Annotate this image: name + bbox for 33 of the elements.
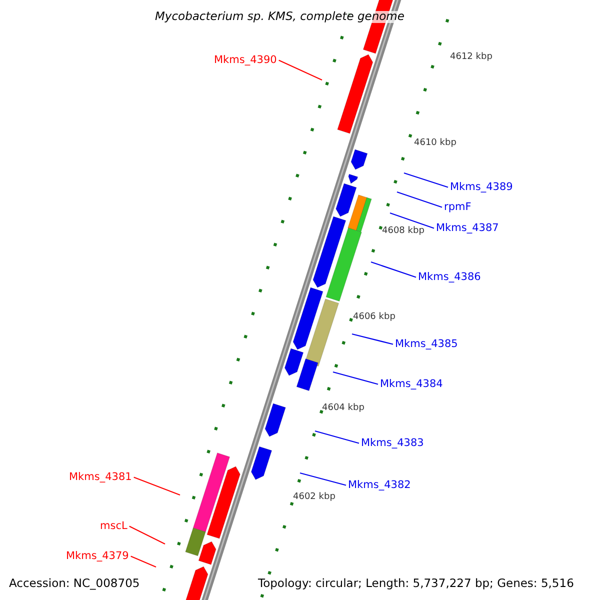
scale-label: 4604 kbp [322, 404, 364, 413]
scale-label: 4610 kbp [414, 139, 456, 148]
scale-label: 4606 kbp [353, 313, 396, 322]
gene-label: Mkms_4387 [436, 223, 499, 234]
scale-label: 4602 kbp [293, 493, 336, 502]
leader-line [134, 476, 180, 496]
gene-label: Mkms_4379 [66, 551, 129, 562]
gene-label: Mkms_4386 [418, 272, 481, 282]
leader-line [390, 212, 434, 229]
genome-summary-text: Topology: circular; Length: 5,737,227 bp; Genes: 5,516 [258, 578, 574, 590]
gene-label: Mkms_4385 [395, 339, 458, 350]
accession-text: Accession: NC_008705 [9, 578, 140, 590]
gene-label: Mkms_4390 [214, 55, 277, 66]
gene-label: Mkms_4381 [69, 472, 132, 482]
leader-line [130, 556, 156, 568]
leader-line [300, 472, 346, 486]
leader-line [396, 191, 442, 208]
scale-label: 4612 kbp [450, 53, 492, 62]
gene-label: Mkms_4389 [450, 182, 513, 192]
gene-label: Mkms_4382 [348, 480, 411, 490]
leader-line [370, 261, 416, 278]
leader-line [332, 371, 378, 385]
gene-label: mscL [100, 521, 128, 532]
leader-line [278, 60, 322, 80]
title: Mycobacterium sp. KMS, complete genome [155, 11, 404, 22]
leader-line [314, 430, 360, 444]
leader-line [404, 172, 448, 188]
gene-label: Mkms_4383 [361, 438, 424, 448]
gene-label: Mkms_4384 [380, 379, 443, 390]
gene-label: rpmF [444, 202, 472, 212]
leader-line [129, 526, 166, 544]
scale-label: 4608 kbp [382, 227, 424, 236]
leader-line [352, 333, 394, 345]
